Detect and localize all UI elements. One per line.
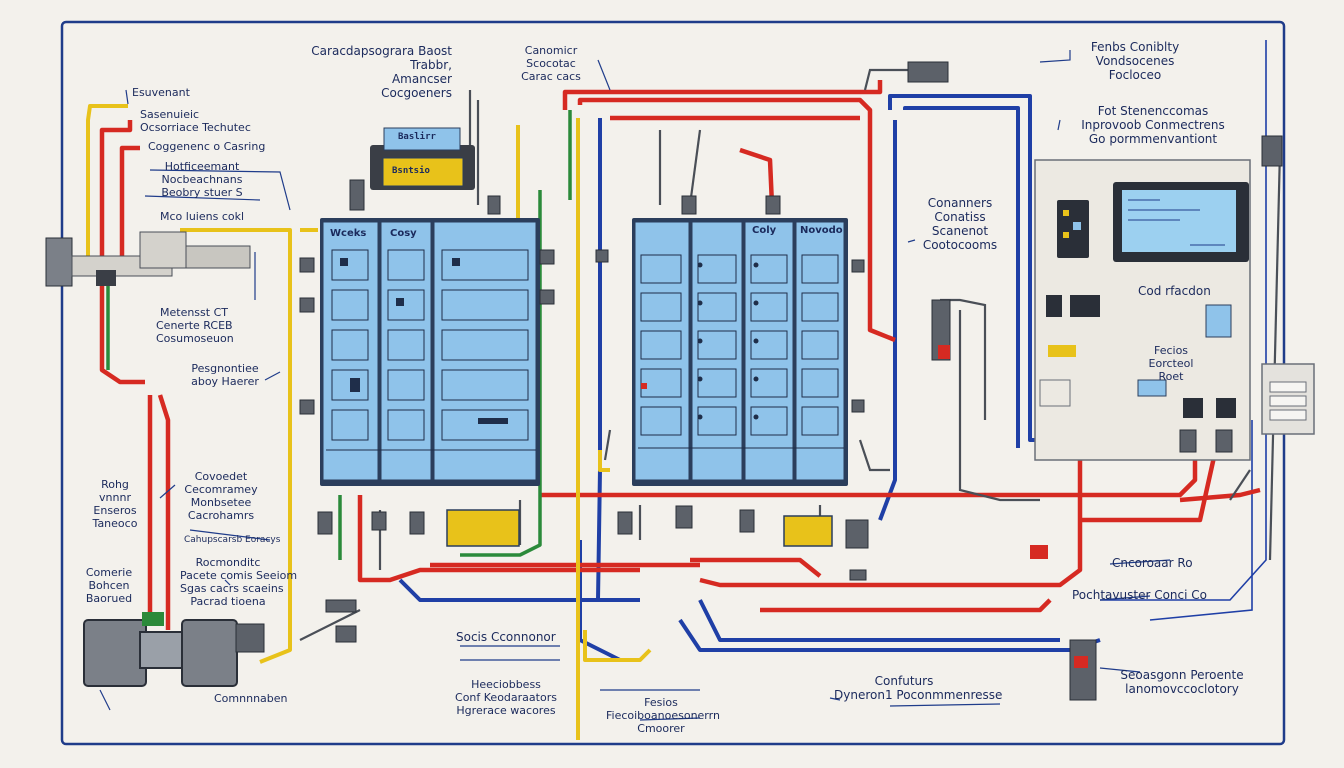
label-top-center: Caracdapsograra Baost Trabbr, Amancser C…: [311, 44, 452, 100]
red-valves: [938, 345, 1088, 668]
yellow-pipes: [86, 104, 652, 740]
pump-assembly: [83, 612, 265, 687]
panel-left-header-2: Cosy: [390, 228, 417, 239]
label-right-mid: Cod rfacdon: [1138, 284, 1211, 298]
control-panel-left: [320, 218, 540, 486]
left-valve-cluster: [45, 231, 251, 287]
right-junction-box: [1261, 363, 1315, 435]
yellow-device-top: [370, 127, 475, 190]
label-bottom-4: Confuturs Dyneron1 Poconmmenresse: [834, 674, 1003, 702]
label-left-7: Pesgnontiee aboy Haerer: [191, 362, 259, 388]
label-left-11: Rocmonditc Pacete comis Seeiom Sgas cacr…: [180, 556, 298, 608]
label-right-panel: Fecios Eorcteol Roet: [1148, 344, 1194, 383]
label-left-3: Coggenenc o Casring: [148, 140, 266, 153]
small-components: [299, 61, 1283, 701]
label-left-8: Rohg vnnnr Enseros Taneoco: [92, 478, 138, 530]
panel-left-header-1: Wceks: [330, 228, 367, 239]
label-left-2: Sasenuieic Ocsorriace Techutec: [140, 108, 251, 134]
red-pipes: [99, 80, 1261, 630]
label-bottom-1: Socis Cconnonor: [456, 630, 556, 644]
label-left-10: Cahupscarsb Eoracys: [184, 535, 281, 545]
leader-lines: [99, 50, 1171, 721]
label-bottom-3: Fesios Fiecoiboanoesonerrn Cmoorer: [606, 696, 720, 735]
yellow-device-bottom-left: [446, 509, 520, 547]
yellow-box-1-label: Baslirr: [398, 132, 436, 142]
label-left-13: Comnnnaben: [214, 692, 288, 705]
yellow-device-bottom-right: [783, 515, 833, 547]
panel-right-header-1: Coly: [752, 225, 777, 236]
panel-right-header-2: Novodo: [800, 225, 843, 236]
label-left-4: Hotficeemant Nocbeachnans Beobry stuer S: [161, 160, 243, 199]
label-bottom-5: Seoasgonn Peroente lanomovccoclotory: [1120, 668, 1244, 696]
label-left-9: Covoedet Cecomramey Monbsetee Cacrohamrs: [184, 470, 258, 522]
label-left-6: Metensst CT Cenerte RCEB Cosumoseuon: [156, 306, 234, 345]
label-top-right: Fenbs Coniblty Vondsocenes Focloceo: [1090, 40, 1180, 82]
control-cabinet: [1034, 159, 1251, 461]
label-right-upper: Fot Stenenccomas Inprovoob Conmectrens G…: [1081, 104, 1225, 146]
label-right-low-1: Cncoroaar Ro: [1112, 556, 1193, 570]
label-left-12: Comerie Bohcen Baorued: [85, 566, 133, 605]
control-panel-right: [632, 218, 848, 486]
yellow-box-2-label: Bsntsio: [392, 166, 430, 176]
label-mid-right: Conanners Conatiss Scanenot Cootocooms: [922, 196, 998, 252]
label-bottom-2: Heeciobbess Conf Keodaraators Hgrerace w…: [455, 678, 557, 717]
label-left-5: Mco luiens cokl: [160, 210, 245, 223]
label-right-low-2: Pochtavuster Conci Co: [1072, 588, 1207, 602]
label-left-1: Esuvenant: [132, 86, 190, 99]
label-top-center-2: Canomicr Scocotac Carac cacs: [521, 44, 581, 83]
